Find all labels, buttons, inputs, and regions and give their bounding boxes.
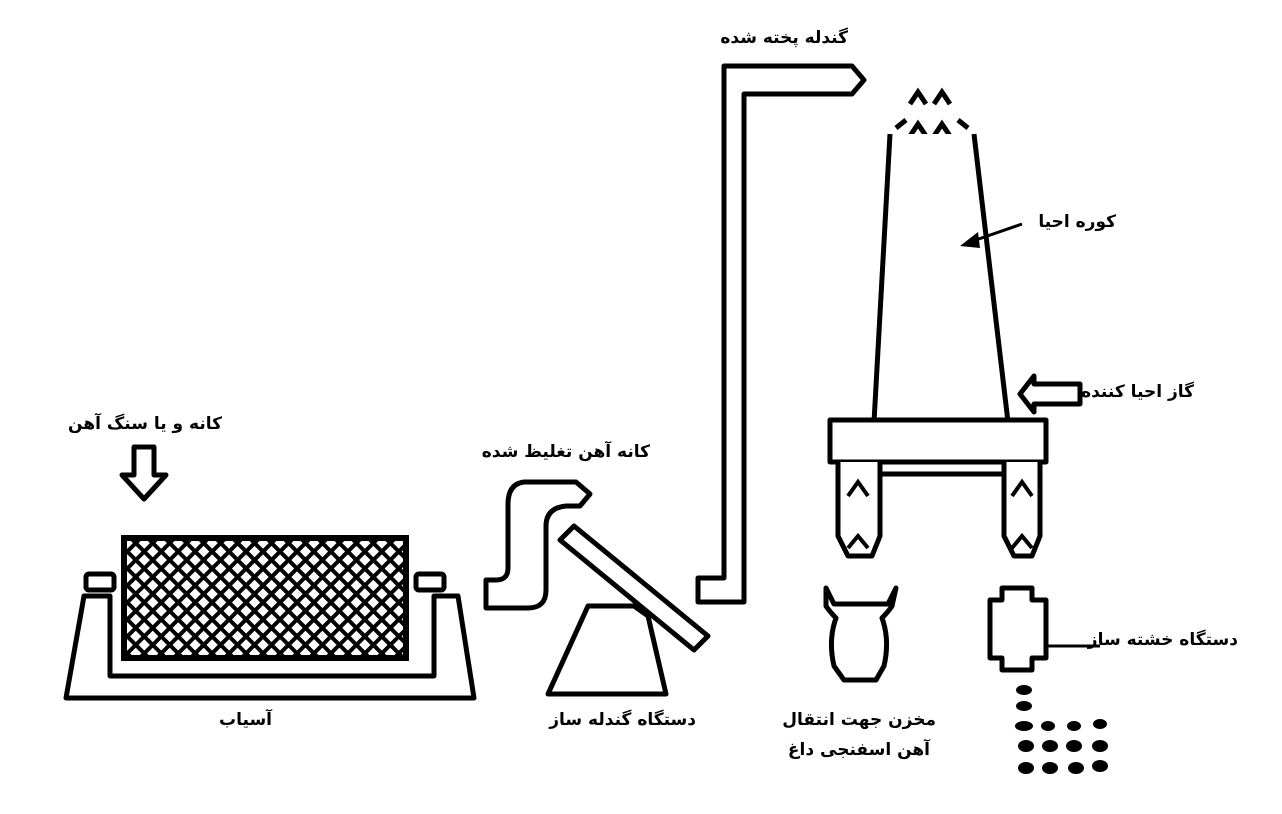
reducing-gas-arrow	[1017, 373, 1083, 415]
ore-input-arrow	[119, 444, 169, 502]
pellet-conveyor	[695, 63, 867, 605]
mill-right-lug	[413, 571, 447, 593]
mill-drum	[121, 535, 409, 661]
mill-base	[63, 593, 477, 701]
right-outlet	[1001, 462, 1043, 559]
mill	[63, 535, 477, 701]
label-pelletizer: دستگاه گندله ساز	[549, 710, 696, 730]
pelletizer-body	[545, 603, 669, 697]
label-hot-dri-bin-line1: مخزن جهت انتقال	[782, 710, 936, 730]
label-ore-input: کانه و یا سنگ آهن	[68, 414, 222, 434]
label-concentrate: کانه آهن تغلیظ شده	[481, 442, 650, 462]
label-mill: آسیاب	[219, 710, 272, 730]
label-hot-dri-bin-line2: آهن اسفنجی داغ	[787, 740, 930, 760]
furnace-top-vents	[894, 87, 970, 138]
briquettes	[1015, 685, 1108, 774]
concentrate-conveyor	[483, 479, 593, 611]
reduction-furnace	[827, 133, 1049, 559]
briquetting-body	[987, 585, 1049, 673]
furnace-shaft	[871, 133, 1011, 425]
left-outlet	[835, 462, 883, 559]
label-fired-pellets: گندله پخته شده	[720, 28, 848, 48]
furnace-pointer-arrow	[960, 222, 1023, 248]
label-reduction-furnace: کوره احیا	[1038, 212, 1116, 232]
pelletizer-disc	[557, 523, 711, 653]
mill-left-lug	[83, 571, 117, 593]
label-briquetting-machine: دستگاه خشته ساز	[1087, 630, 1238, 650]
pelletizer	[545, 523, 711, 697]
hot-dri-bin	[823, 585, 899, 683]
briquetting-machine	[987, 585, 1100, 673]
label-reducing-gas: گاز احیا کننده	[1081, 382, 1194, 402]
